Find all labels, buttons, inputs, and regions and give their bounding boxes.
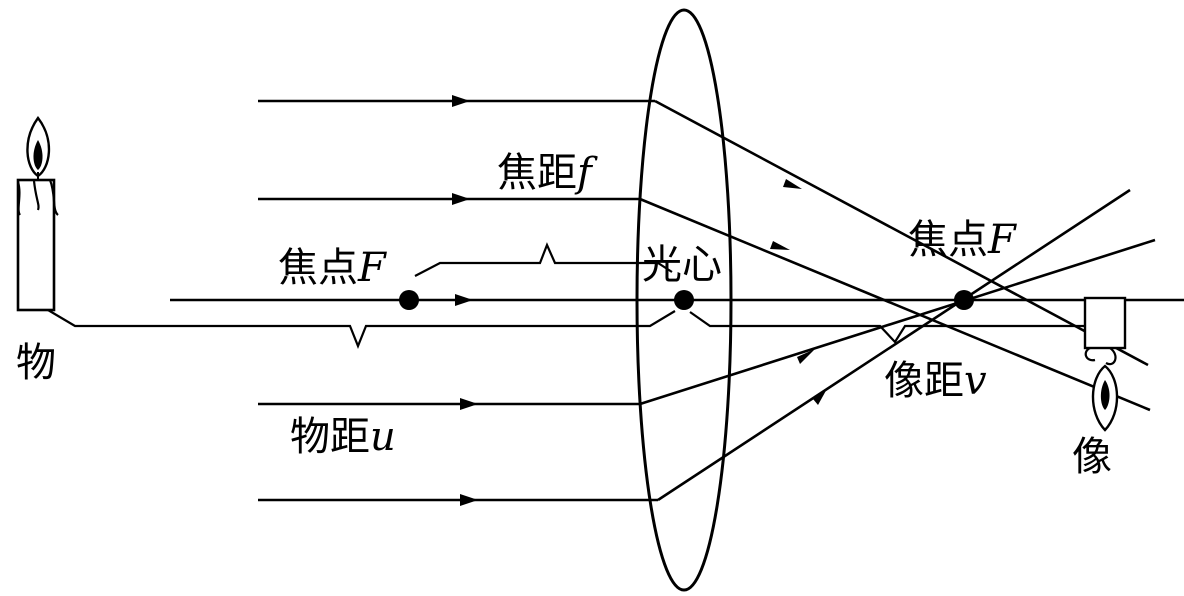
inverted-candle-icon [1083,296,1127,432]
object-distance-brace [47,309,676,349]
focal-length-label: 焦距f [497,150,598,196]
focus-right-label: 焦点F [908,217,1017,263]
optical-center-dot [674,290,694,310]
object-label: 物 [16,340,56,386]
candle-icon [16,115,59,312]
optical-center-label: 光心 [642,242,722,288]
refracted-ray-1 [654,99,1149,367]
refracted-ray-2 [639,197,1151,412]
focus-left-label: 焦点F [278,245,387,291]
refracted-rays [639,99,1156,502]
image-distance-label: 像距v [884,358,987,404]
refracted-ray-4 [657,188,1131,502]
object-distance-label: 物距u [290,414,396,460]
incident-rays [258,95,658,506]
refracted-ray-3 [639,238,1156,406]
principal-axis-arrow [455,294,473,306]
focus-right-dot [954,290,974,310]
image-distance-brace [689,311,1115,344]
focus-left-dot [399,290,419,310]
image-label: 像 [1072,434,1112,480]
focal-length-brace [414,242,673,277]
convex-lens [635,8,733,592]
